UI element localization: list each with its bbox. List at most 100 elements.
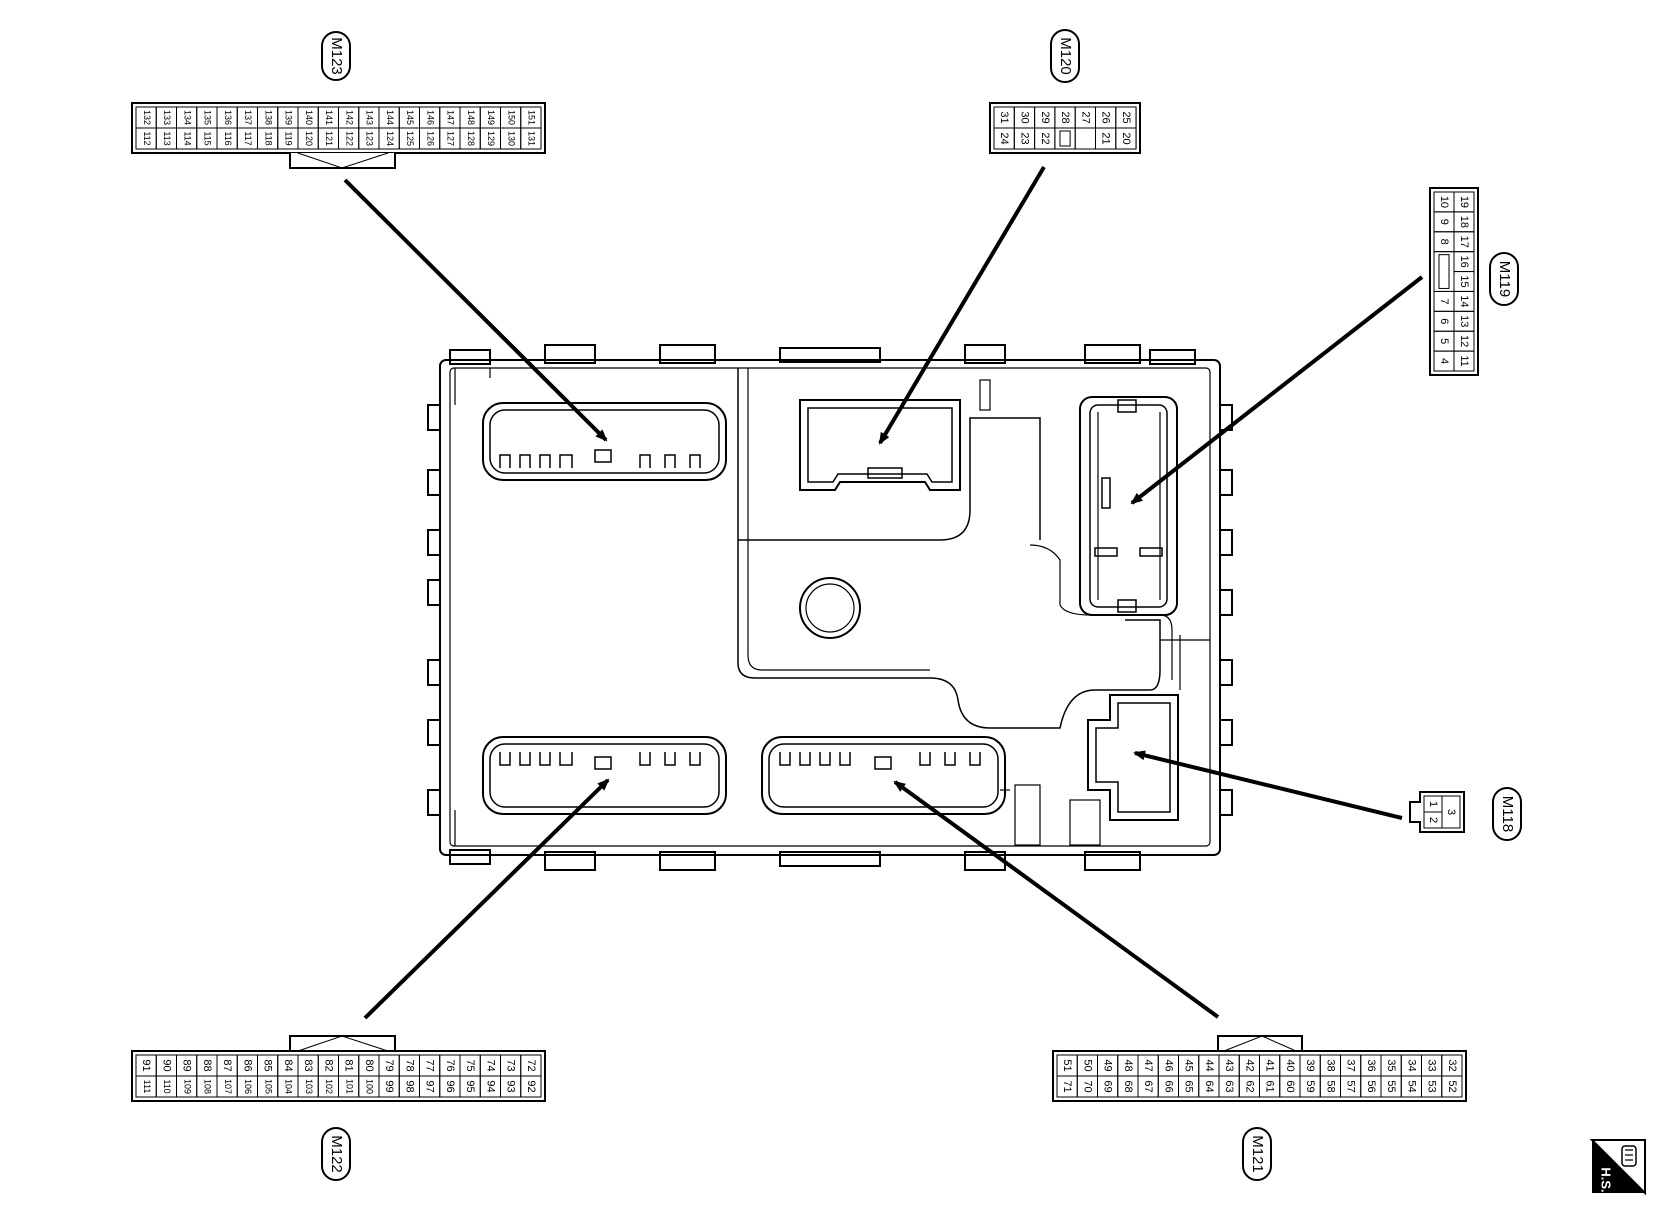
m122-pin-76: 76 — [444, 1059, 456, 1071]
m121-pin-32: 32 — [1446, 1059, 1458, 1071]
m123-label-pill: M123 — [321, 31, 351, 81]
m122-pin-78: 78 — [403, 1059, 415, 1071]
m121-pin-33: 33 — [1426, 1059, 1438, 1071]
m121-pin-64: 64 — [1203, 1080, 1215, 1092]
m122-pin-75: 75 — [464, 1059, 476, 1071]
m119-pin-10: 10 — [1438, 196, 1450, 208]
m123-pin-142: 142 — [344, 110, 354, 125]
m121-pin-36: 36 — [1365, 1059, 1377, 1071]
m121-pin-70: 70 — [1081, 1080, 1093, 1092]
m122-pin-87: 87 — [221, 1059, 233, 1071]
m121-pin-34: 34 — [1405, 1059, 1417, 1071]
m121-pin-59: 59 — [1304, 1080, 1316, 1092]
m120-pin-23: 23 — [1019, 132, 1031, 144]
m122-pin-92-cell — [520, 1075, 542, 1098]
m123-pin-122: 122 — [344, 131, 354, 146]
m121-pin-54: 54 — [1405, 1080, 1417, 1092]
m118-label-pill: M118 — [1492, 787, 1522, 841]
m119-pin-6: 6 — [1438, 318, 1450, 324]
m123-pin-147: 147 — [446, 110, 456, 125]
m122-pin-82: 82 — [322, 1059, 334, 1071]
arrow-m121 — [893, 780, 1220, 1019]
m119-pin-4: 4 — [1438, 358, 1450, 364]
m119-pin-8: 8 — [1438, 239, 1450, 245]
m121-pin-58: 58 — [1324, 1080, 1336, 1092]
m121-pin-35: 35 — [1385, 1059, 1397, 1071]
m122-socket — [482, 736, 727, 815]
m123-pin-115: 115 — [203, 131, 213, 145]
m123-pin-128: 128 — [466, 131, 476, 146]
m121-pin-71: 71 — [1061, 1080, 1073, 1092]
m123-socket — [482, 402, 727, 481]
m122-pin-108: 108 — [203, 1079, 213, 1094]
m119-label-pill: M119 — [1489, 252, 1519, 306]
m121-pin-38: 38 — [1324, 1059, 1336, 1071]
m121-pin-63: 63 — [1223, 1080, 1235, 1092]
m121-pin-69: 69 — [1102, 1080, 1114, 1092]
m119-pin-13: 13 — [1458, 315, 1470, 327]
m121-pin-57: 57 — [1345, 1080, 1357, 1092]
m122-pin-89: 89 — [181, 1059, 193, 1071]
m123-pin-136: 136 — [223, 110, 233, 125]
m118-socket — [1087, 694, 1179, 821]
m120-pin-27: 27 — [1079, 111, 1091, 123]
m119-pin-12: 12 — [1458, 335, 1470, 347]
m122-pin-104: 104 — [284, 1079, 294, 1094]
m121-pin-51: 51 — [1061, 1059, 1073, 1071]
m121-pin-48: 48 — [1122, 1059, 1134, 1071]
m121-pin-68: 68 — [1122, 1080, 1134, 1092]
m123-pin-139: 139 — [284, 110, 294, 125]
m120-pin-29: 29 — [1039, 111, 1051, 123]
arrow-m123 — [343, 178, 608, 442]
m123-pin-116: 116 — [223, 131, 233, 145]
m123-pin-150: 150 — [506, 110, 516, 125]
m123-pin-123: 123 — [365, 131, 375, 146]
m120-label-pill: M120 — [1050, 29, 1080, 83]
m119-pin-5: 5 — [1438, 338, 1450, 344]
m123-pin-117: 117 — [243, 131, 253, 145]
m121-pin-44: 44 — [1203, 1059, 1215, 1071]
m122-pin-79: 79 — [383, 1059, 395, 1071]
m119-pin-11: 11 — [1458, 355, 1470, 366]
m123-pin-146: 146 — [425, 110, 435, 125]
m121-pin-53: 53 — [1426, 1080, 1438, 1092]
m121-pin-56: 56 — [1365, 1080, 1377, 1092]
m123-pin-135: 135 — [203, 110, 213, 125]
m119-pin-9: 9 — [1438, 219, 1450, 225]
m121-pin-66: 66 — [1162, 1080, 1174, 1092]
m122-pin-72: 72 — [525, 1059, 537, 1071]
m123-pin-129: 129 — [486, 131, 496, 146]
m122-pin-73: 73 — [505, 1059, 517, 1071]
m122-pin-100: 100 — [365, 1079, 375, 1094]
m122-pin-111: 111 — [142, 1080, 152, 1094]
m122-label-pill: M122 — [321, 1127, 351, 1181]
m120-pin-20-cell — [1115, 127, 1137, 150]
m123-pin-148: 148 — [466, 110, 476, 125]
m123-pin-126: 126 — [425, 131, 435, 146]
m122-pin-96: 96 — [444, 1080, 456, 1092]
m120-pin-28: 28 — [1059, 111, 1071, 123]
m120-pin-31: 31 — [998, 111, 1010, 123]
svg-text:M122: M122 — [328, 1135, 345, 1173]
m120-pin-30: 30 — [1019, 111, 1031, 123]
m119-blank-empty-slot — [1438, 254, 1450, 289]
m118-pin-1: 1 — [1427, 801, 1439, 807]
m121-pin-40: 40 — [1284, 1059, 1296, 1071]
m119-pin-4-cell — [1433, 350, 1455, 372]
m123-pin-120: 120 — [304, 131, 314, 146]
m119-pin-19: 19 — [1458, 196, 1470, 208]
m122-pin-88: 88 — [201, 1059, 213, 1071]
m121-pin-62: 62 — [1243, 1080, 1255, 1092]
m122-pin-110: 110 — [162, 1079, 172, 1093]
m120-pin-26: 26 — [1100, 111, 1112, 123]
m121-pin-52: 52 — [1446, 1080, 1458, 1092]
m123-pin-143: 143 — [365, 110, 375, 125]
m122-pin-94: 94 — [484, 1080, 496, 1092]
svg-text:M120: M120 — [1057, 37, 1074, 75]
